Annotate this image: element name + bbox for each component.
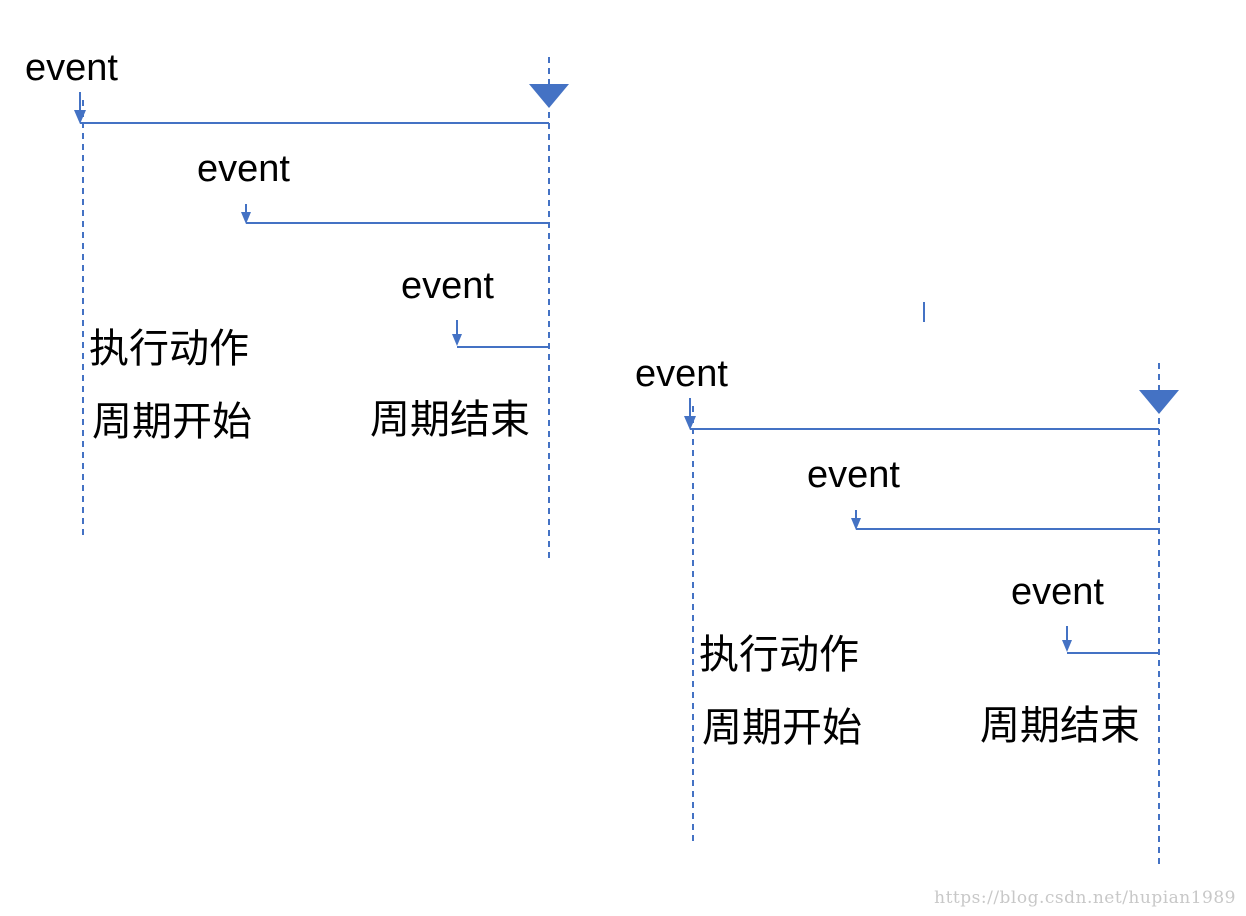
diagram-2: event event event 执行动作 周期开始 周期结束 — [635, 353, 1179, 868]
cycle-start-label: 周期开始 — [702, 705, 862, 751]
event-arrow-icon — [684, 416, 696, 430]
watermark-url: https://blog.csdn.net/hupian1989 — [934, 888, 1236, 908]
event-arrow-icon — [851, 518, 861, 530]
cycle-end-label: 周期结束 — [980, 703, 1140, 749]
event-arrow-icon — [452, 334, 462, 346]
event-label: event — [401, 265, 494, 307]
event-label: event — [25, 47, 118, 89]
action-label: 执行动作 — [699, 632, 859, 678]
diagram-1: event event event 执行动作 周期开始 周期结束 — [25, 47, 569, 562]
event-label: event — [197, 148, 290, 190]
cycle-end-triangle-icon — [1139, 390, 1179, 414]
event-label: event — [635, 353, 728, 395]
cycle-end-triangle-icon — [529, 84, 569, 108]
event-label: event — [1011, 571, 1104, 613]
cycle-start-label: 周期开始 — [92, 399, 252, 445]
action-label: 执行动作 — [89, 326, 249, 372]
event-arrow-icon — [241, 212, 251, 224]
event-label: event — [807, 454, 900, 496]
cycle-end-label: 周期结束 — [370, 397, 530, 443]
event-arrow-icon — [1062, 640, 1072, 652]
event-arrow-icon — [74, 110, 86, 124]
